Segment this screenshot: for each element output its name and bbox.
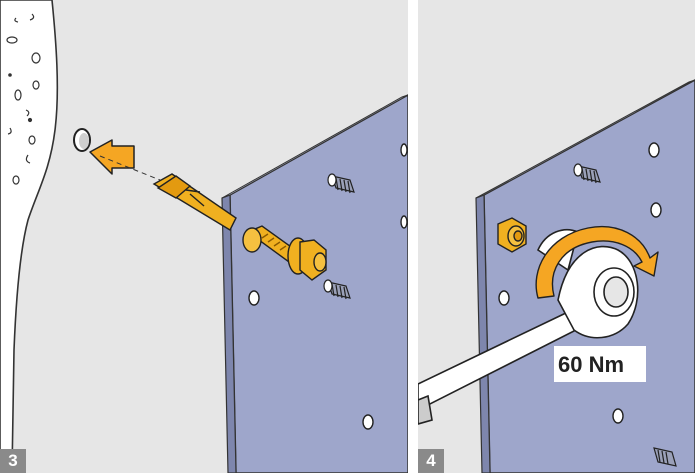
anchor-bolt-icon: [498, 218, 526, 252]
step-3-panel: 3: [0, 0, 408, 473]
insert-arrow-icon: [90, 140, 134, 174]
step-4-illustration: 60 Nm: [418, 0, 695, 473]
step-4-panel: 60 Nm 4: [418, 0, 695, 473]
step-number-badge: 3: [0, 449, 26, 473]
panel-divider: [408, 0, 418, 473]
torque-label: 60 Nm: [558, 352, 624, 377]
mounting-plate: [230, 95, 408, 473]
step-number-badge: 4: [418, 449, 444, 473]
step-3-illustration: [0, 0, 408, 473]
concrete-wall: [0, 0, 57, 473]
